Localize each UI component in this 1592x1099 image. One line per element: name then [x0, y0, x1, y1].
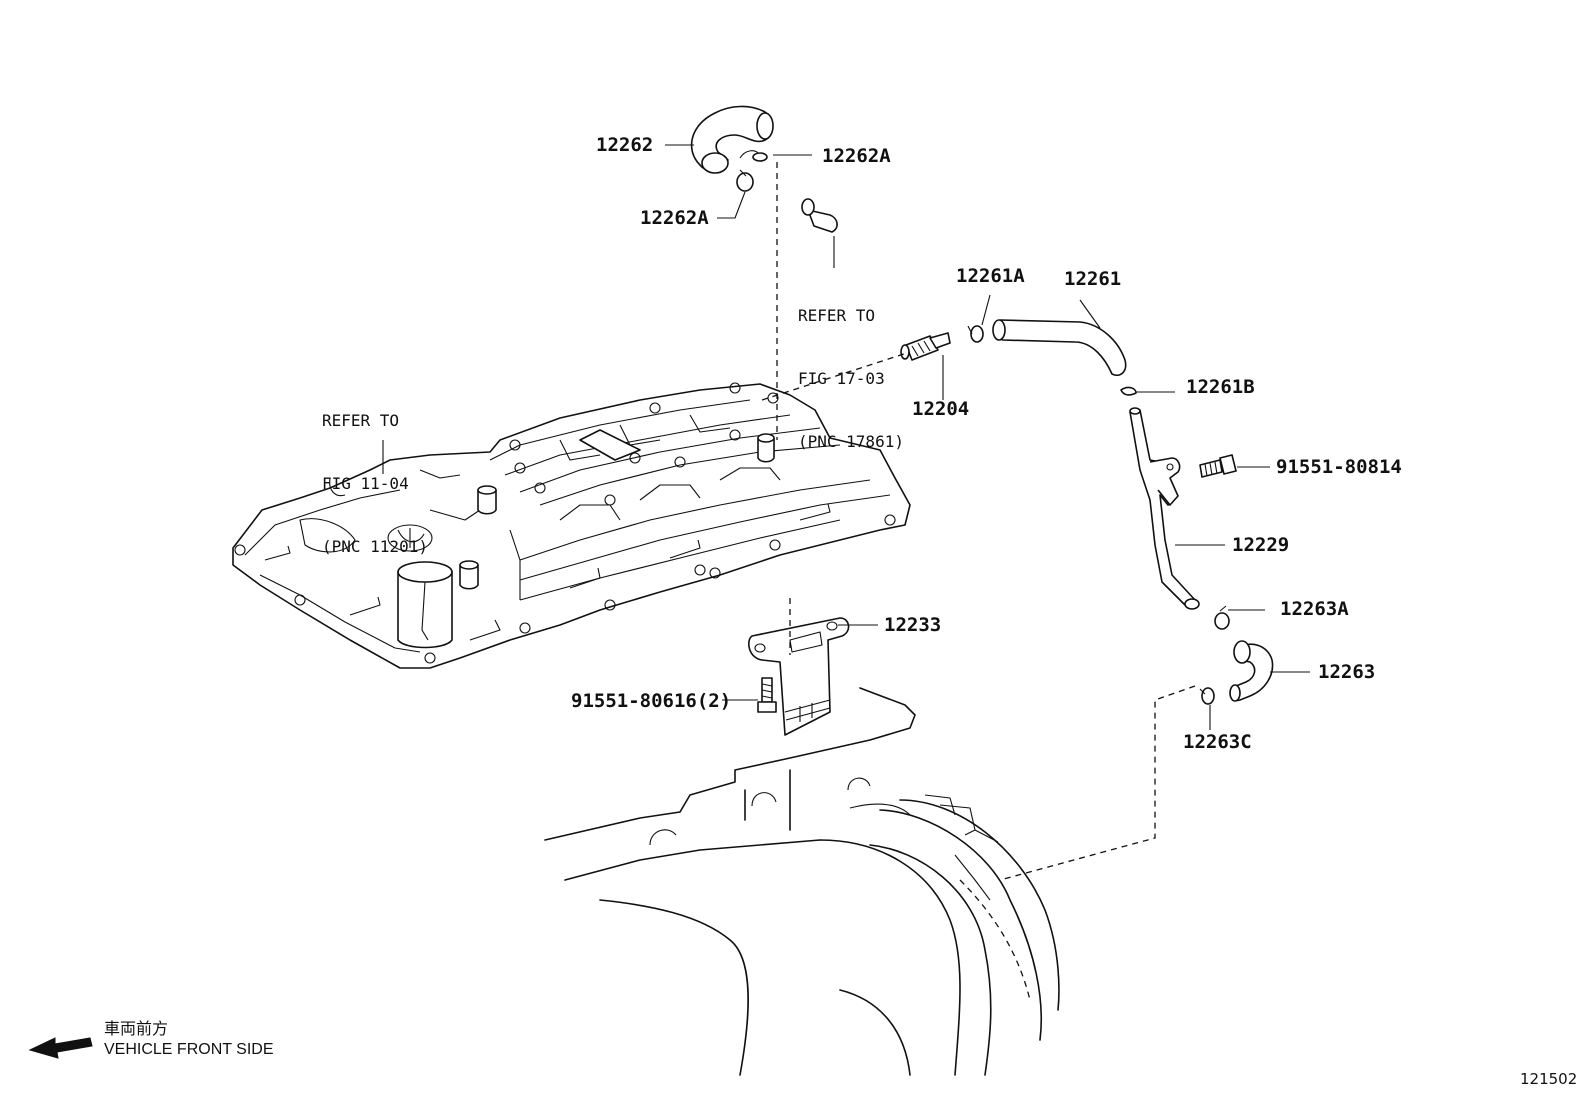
reference-fig-11-04-line3: (PNC 11201)	[322, 537, 428, 556]
front-arrow-icon	[28, 1037, 93, 1059]
clamp-12261a-drawing	[967, 325, 984, 343]
front-indicator-en: VEHICLE FRONT SIDE	[104, 1041, 274, 1058]
reference-fig-11-04-line1: REFER TO	[322, 411, 400, 430]
figure-number: 121502	[1520, 1070, 1578, 1088]
label-12204[interactable]: 12204	[912, 398, 970, 420]
reference-fig-17-03-line3: (PNC 17861)	[798, 432, 904, 451]
label-12233[interactable]: 12233	[884, 614, 942, 636]
ref-tube-17861-drawing	[801, 198, 838, 233]
label-12261b[interactable]: 12261B	[1186, 376, 1255, 398]
reference-fig-11-04[interactable]: REFER TO FIG 11-04 (PNC 11201)	[322, 368, 428, 578]
label-91551-80814[interactable]: 91551-80814	[1276, 456, 1402, 478]
label-12262a-top[interactable]: 12262A	[822, 145, 891, 167]
leader-lines	[382, 144, 1310, 730]
label-12263c[interactable]: 12263C	[1183, 731, 1252, 753]
engine-block-drawing	[544, 687, 1060, 1076]
reference-fig-17-03-line2: FIG 17-03	[798, 369, 885, 388]
hose-12263-drawing	[1229, 640, 1274, 702]
label-12261a[interactable]: 12261A	[956, 265, 1025, 287]
reference-fig-17-03-line1: REFER TO	[798, 306, 876, 325]
label-91551-80616[interactable]: 91551-80616(2)	[571, 690, 732, 712]
bolt-91551-80616-drawing	[757, 677, 777, 713]
label-12263a[interactable]: 12263A	[1280, 598, 1349, 620]
cylinder-head-cover-drawing	[232, 382, 911, 669]
clamp-12263c-drawing	[1199, 687, 1215, 705]
reference-fig-11-04-line2: FIG 11-04	[322, 474, 409, 493]
front-indicator-jp: 車両前方	[104, 1021, 169, 1038]
label-12263[interactable]: 12263	[1318, 661, 1376, 683]
reference-fig-17-03[interactable]: REFER TO FIG 17-03 (PNC 17861)	[798, 263, 904, 473]
label-12262a-bottom[interactable]: 12262A	[640, 207, 709, 229]
label-12229[interactable]: 12229	[1232, 534, 1290, 556]
clamp-12261b-drawing	[1120, 386, 1137, 396]
label-12262[interactable]: 12262	[596, 134, 654, 156]
label-12261[interactable]: 12261	[1064, 268, 1122, 290]
pcv-valve-12204-drawing	[900, 332, 951, 361]
clamp-12263a-drawing	[1214, 605, 1230, 630]
assembly-lines	[761, 162, 1196, 881]
pipe-12229-drawing	[1129, 407, 1200, 610]
hose-12261-drawing	[992, 319, 1127, 376]
plate-12233-drawing	[748, 617, 850, 736]
bolt-91551-80814-drawing	[1199, 454, 1237, 478]
hose-12262-drawing	[690, 105, 774, 192]
